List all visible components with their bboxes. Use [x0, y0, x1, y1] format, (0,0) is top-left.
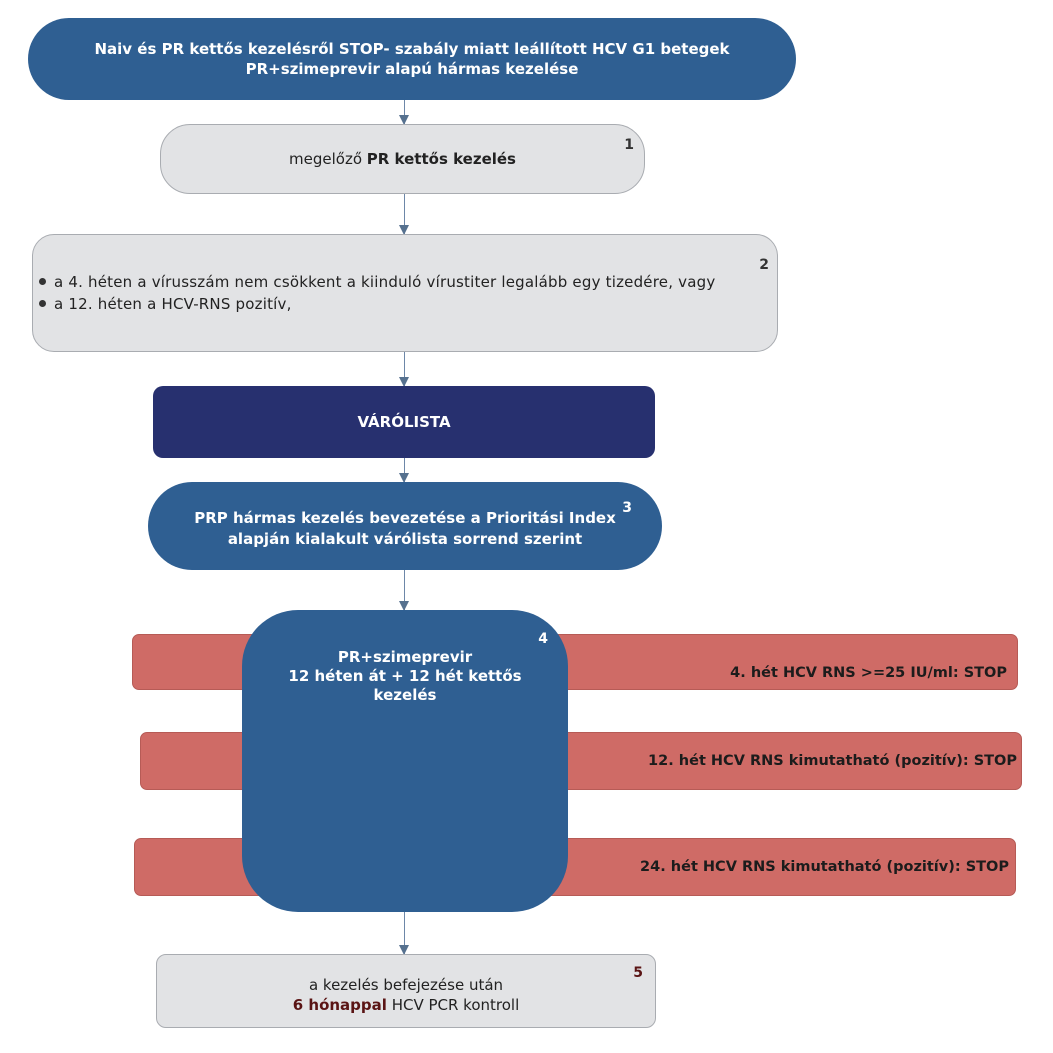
step3-box: PRP hármas kezelés bevezetése a Prioritá…	[148, 482, 662, 570]
stop-rule-week24-text: 24. hét HCV RNS kimutatható (pozitív): S…	[640, 859, 1009, 875]
step3-line-1: PRP hármas kezelés bevezetése a Prioritá…	[194, 509, 616, 527]
step4-line-2: 12 héten át + 12 hét kettős	[288, 667, 522, 685]
arrow-step2-to-waitlist	[399, 352, 409, 387]
step2-item-2: a 12. héten a HCV-RNS pozitív,	[39, 293, 777, 315]
step2-item-1: a 4. héten a vírusszám nem csökkent a ki…	[39, 271, 777, 293]
step5-line-2: 6 hónappal HCV PCR kontroll	[293, 995, 520, 1015]
stop-rule-week4-text: 4. hét HCV RNS >=25 IU/ml: STOP	[730, 665, 1007, 681]
step1-box: megelőző PR kettős kezelés 1	[160, 124, 645, 194]
step5-line-1: a kezelés befejezése után	[308, 976, 504, 994]
step1-number: 1	[624, 137, 634, 153]
step2-number: 2	[759, 257, 769, 273]
step2-item-1-text: a 4. héten a vírusszám nem csökkent a ki…	[54, 273, 716, 291]
step5-rest: HCV PCR kontroll	[386, 996, 520, 1014]
waitlist-label: VÁRÓLISTA	[357, 413, 451, 431]
step1-bold: PR kettős kezelés	[366, 150, 516, 168]
step3-line-2: alapján kialakult várólista sorrend szer…	[227, 530, 583, 548]
step4-line-3: kezelés	[373, 686, 437, 704]
step5-box: a kezelés befejezése után 6 hónappal HCV…	[156, 954, 656, 1028]
bullet-icon	[39, 300, 46, 307]
step1-prefix: megelőző	[289, 150, 367, 168]
header-line-1: Naiv és PR kettős kezelésről STOP- szabá…	[94, 40, 730, 58]
step1-text: megelőző PR kettős kezelés	[289, 150, 516, 168]
header-box: Naiv és PR kettős kezelésről STOP- szabá…	[28, 18, 796, 100]
stop-rule-week12-text: 12. hét HCV RNS kimutatható (pozitív): S…	[648, 753, 1017, 769]
waitlist-box: VÁRÓLISTA	[153, 386, 655, 458]
step2-item-2-text: a 12. héten a HCV-RNS pozitív,	[54, 295, 292, 313]
arrow-step3-to-step4	[399, 570, 409, 611]
step4-line-1: PR+szimeprevir	[337, 648, 473, 666]
arrow-step4-to-step5	[399, 912, 409, 955]
header-line-2: PR+szimeprevir alapú hármas kezelése	[245, 60, 579, 78]
step2-box: a 4. héten a vírusszám nem csökkent a ki…	[32, 234, 778, 352]
arrow-header-to-step1	[399, 100, 409, 125]
step4-number: 4	[538, 631, 548, 647]
step5-bold: 6 hónappal	[292, 996, 387, 1014]
step4-box: PR+szimeprevir 12 héten át + 12 hét kett…	[242, 610, 568, 912]
step3-number: 3	[622, 500, 632, 516]
arrow-waitlist-to-step3	[399, 458, 409, 483]
arrow-step1-to-step2	[399, 194, 409, 235]
step5-number: 5	[633, 965, 643, 981]
bullet-icon	[39, 278, 46, 285]
